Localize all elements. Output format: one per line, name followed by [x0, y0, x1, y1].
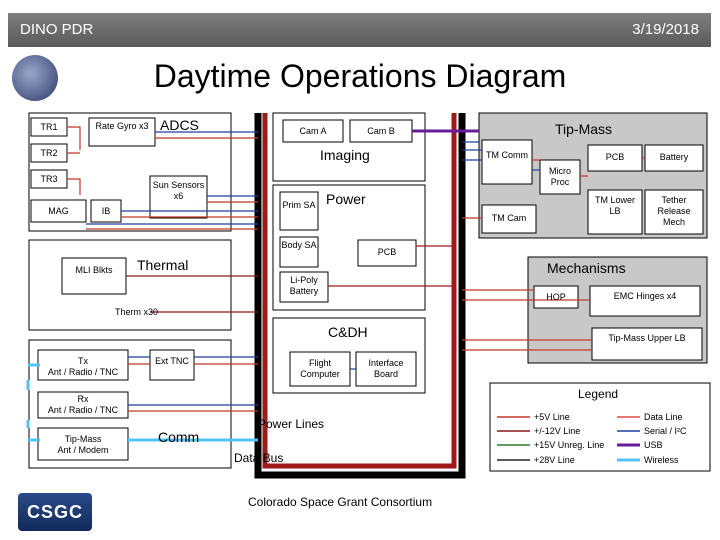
- hop-label: HOP: [546, 292, 566, 302]
- tm-comm-label: TM Comm: [486, 150, 528, 160]
- legend-item-serial: Serial / I²C: [644, 426, 687, 436]
- micro-proc-box: [539, 159, 581, 195]
- ext-tnc-box: [149, 349, 195, 381]
- tm-comm-box: [481, 139, 533, 185]
- legend-swatches: [497, 416, 640, 462]
- tm-pcb-label: PCB: [605, 152, 625, 162]
- rx-box: [37, 391, 129, 419]
- ext-tnc-label: Ext TNC: [155, 356, 189, 366]
- csgc-logo: CSGC: [18, 493, 92, 531]
- tr1-label: TR1: [40, 122, 58, 132]
- legend-item-28v: +28V Line: [534, 455, 575, 465]
- interface-board-box: [355, 351, 417, 387]
- body-sa-label: Body SA: [281, 240, 317, 250]
- adcs-heading: ADCS: [160, 117, 199, 133]
- rx-label: Rx: [77, 394, 89, 404]
- adcs-box: [28, 112, 232, 232]
- tx-label: Tx: [78, 356, 88, 366]
- flight-computer-label: Flight Computer: [300, 358, 340, 379]
- tr2-label: TR2: [40, 148, 58, 158]
- mag-label: MAG: [48, 206, 69, 216]
- emc-box: [589, 285, 701, 317]
- header-title: DINO PDR: [20, 21, 94, 38]
- tether-box: [644, 189, 704, 235]
- power-lines-label: Power Lines: [258, 417, 325, 431]
- cdh-box: [272, 317, 426, 394]
- power-box: [272, 184, 426, 311]
- tm-cam-label: TM Cam: [491, 213, 527, 223]
- thermal-box: [28, 239, 232, 331]
- cdh-heading: C&DH: [328, 324, 368, 340]
- legend-item-usb: USB: [644, 440, 663, 450]
- tr3-label: TR3: [40, 174, 58, 184]
- emc-label: EMC Hinges x4: [613, 291, 677, 301]
- pcb-power-label: PCB: [377, 247, 397, 257]
- power-lines-line: [262, 113, 457, 469]
- mli-label: MLI Blkts: [75, 265, 113, 275]
- prim-sa-label: Prim SA: [282, 200, 316, 210]
- mli-box: [61, 257, 127, 295]
- tx-sub-label: Ant / Radio / TNC: [47, 367, 119, 377]
- tip-mass-heading: Tip-Mass: [555, 121, 613, 137]
- footer-text: Colorado Space Grant Consortium: [248, 495, 433, 509]
- rate-gyro-label: Rate Gyro x3: [95, 121, 149, 131]
- cam-b-label: Cam B: [367, 126, 395, 136]
- tip-mass-comm-sub-label: Ant / Modem: [57, 445, 109, 455]
- sun-sensors-label: Sun Sensors x6: [152, 180, 205, 201]
- legend-item-12v: +/-12V Line: [534, 426, 581, 436]
- upper-lb-box: [591, 327, 703, 361]
- ib-label: IB: [101, 206, 111, 216]
- header-bar: DINO PDR 3/19/2018: [8, 13, 711, 47]
- mag-box: [30, 199, 87, 223]
- tm-battery-label: Battery: [659, 152, 689, 162]
- imaging-heading: Imaging: [320, 147, 370, 163]
- mechanisms-heading: Mechanisms: [547, 260, 626, 276]
- tether-label: Tether Release Mech: [657, 195, 691, 227]
- data-bus-label: Data Bus: [234, 451, 284, 465]
- rx-sub-label: Ant / Radio / TNC: [47, 405, 119, 415]
- interface-board-label: Interface Board: [368, 358, 404, 379]
- data-bus-line: [254, 113, 466, 479]
- rate-gyro-box: [88, 117, 156, 147]
- tip-mass-comm-label: Tip-Mass: [64, 434, 102, 444]
- header-date: 3/19/2018: [632, 21, 699, 38]
- dino-mission-logo: [12, 55, 58, 101]
- prim-sa-box: [279, 191, 319, 231]
- power-heading: Power: [326, 191, 366, 207]
- imaging-box: [272, 112, 426, 182]
- comm-heading: Comm: [158, 429, 200, 445]
- pcb-power-box: [357, 239, 417, 267]
- tx-box: [37, 349, 129, 381]
- body-sa-box: [279, 236, 319, 268]
- comm-box: [28, 339, 232, 469]
- upper-lb-label: Tip-Mass Upper LB: [608, 333, 686, 343]
- thermal-heading: Thermal: [137, 257, 189, 273]
- tm-battery-box: [644, 144, 704, 172]
- tm-lower-lb-label: TM Lower LB: [594, 195, 635, 216]
- hop-box: [533, 285, 579, 309]
- legend-item-5v: +5V Line: [534, 412, 570, 422]
- legend-item-data: Data Line: [644, 412, 683, 422]
- battery-label: Li-Poly Battery: [289, 275, 319, 296]
- page-title: Daytime Operations Diagram: [153, 58, 567, 94]
- cam-a-label: Cam A: [299, 126, 327, 136]
- cam-a-box: [282, 119, 344, 143]
- tm-pcb-box: [587, 144, 643, 172]
- legend-title: Legend: [578, 387, 619, 401]
- battery-box: [279, 271, 329, 303]
- legend-box: [489, 382, 711, 472]
- legend-item-wireless: Wireless: [644, 455, 679, 465]
- flight-computer-box: [289, 351, 351, 387]
- therm-label: Therm x30: [115, 307, 159, 317]
- legend-item-15v: +15V Unreg. Line: [534, 440, 605, 450]
- micro-proc-label: Micro Proc: [549, 166, 571, 187]
- wiring: [26, 126, 645, 442]
- tip-mass-comm-box: [37, 427, 129, 461]
- tm-lower-lb-box: [587, 189, 643, 235]
- tm-cam-box: [481, 204, 537, 234]
